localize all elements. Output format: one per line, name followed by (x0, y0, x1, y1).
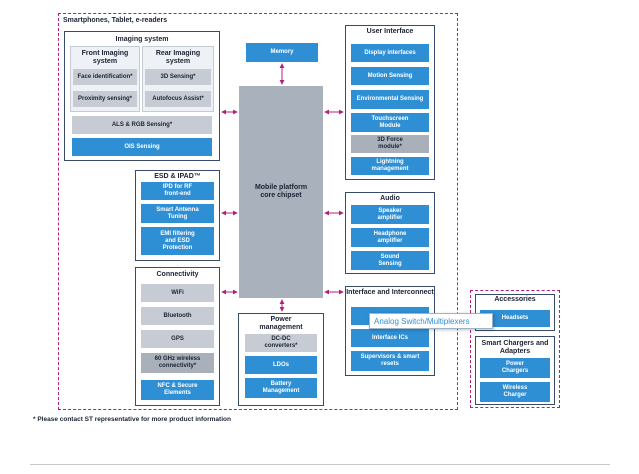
touchscreen-module-box: Touchscreen Module (351, 113, 429, 132)
imaging-system-title: Imaging system (115, 36, 169, 43)
display-interfaces-box: Display interfaces (351, 44, 429, 62)
outer-title: Smartphones, Tablet, e-readers (63, 17, 168, 24)
battery-management-box: Battery Management (245, 378, 317, 398)
environmental-sensing-box: Environmental Sensing (351, 90, 429, 109)
power-chargers-box: Power Chargers (480, 358, 550, 378)
bluetooth-box: Bluetooth (141, 307, 214, 325)
esd-ipad-title: ESD & IPAD™ (154, 173, 201, 180)
audio-title: Audio (380, 195, 400, 202)
power-management-title: Power management (259, 316, 303, 331)
front-imaging-title: Front Imaging system (81, 50, 129, 65)
mobile-platform-core-chipset: Mobile platform core chipset (239, 86, 323, 298)
3d-sensing-box: 3D Sensing* (145, 69, 211, 85)
headphone-amplifier-box: Headphone amplifier (351, 228, 429, 247)
lightning-management-box: Lightning management (351, 157, 429, 175)
bottom-divider (30, 464, 610, 465)
accessories-title: Accessories (494, 296, 536, 303)
als-rgb-sensing-box: ALS & RGB Sensing* (72, 116, 212, 134)
nfc-secure-elements-box: NFC & Secure Elements (141, 380, 214, 400)
dc-dc-converters-box: DC-DC converters* (245, 334, 317, 352)
rear-imaging-title: Rear Imaging system (155, 50, 201, 65)
gps-box: GPS (141, 330, 214, 348)
sound-sensing-box: Sound Sensing (351, 251, 429, 270)
analog-switch-tooltip: Analog Switch/Multiplexers (369, 313, 493, 329)
wifi-box: WiFi (141, 284, 214, 302)
speaker-amplifier-box: Speaker amplifier (351, 205, 429, 224)
ipd-rf-front-end-box: IPD for RF front-end (141, 182, 214, 200)
memory-box: Memory (246, 43, 318, 62)
ois-sensing-box: OIS Sensing (72, 138, 212, 156)
autofocus-assist-box: Autofocus Assist* (145, 91, 211, 107)
smart-antenna-tuning-box: Smart Antenna Tuning (141, 204, 214, 223)
60ghz-wireless-box: 60 GHz wireless connectivity* (141, 353, 214, 373)
user-interface-title: User Interface (366, 28, 414, 35)
3d-force-module-box: 3D Force module* (351, 135, 429, 153)
headsets-box: Headsets (480, 310, 550, 327)
interface-ics-box: Interface ICs (351, 329, 429, 347)
outer-frame (58, 13, 458, 410)
ldos-box: LDOs (245, 356, 317, 374)
motion-sensing-box: Motion Sensing (351, 67, 429, 85)
emi-filtering-esd-box: EMI filtering and ESD Protection (141, 227, 214, 255)
accessories-frame (470, 290, 560, 408)
face-identification-box: Face identification* (73, 69, 137, 85)
supervisors-smart-resets-box: Supervisors & smart resets (351, 351, 429, 371)
wireless-charger-box: Wireless Charger (480, 382, 550, 402)
interface-interconnect-title: Interface and Interconnect (346, 289, 434, 296)
footnote: * Please contact ST representative for m… (33, 416, 231, 423)
proximity-sensing-box: Proximity sensing* (73, 91, 137, 107)
smart-chargers-title: Smart Chargers and Adapters (481, 340, 549, 355)
connectivity-title: Connectivity (156, 271, 199, 278)
